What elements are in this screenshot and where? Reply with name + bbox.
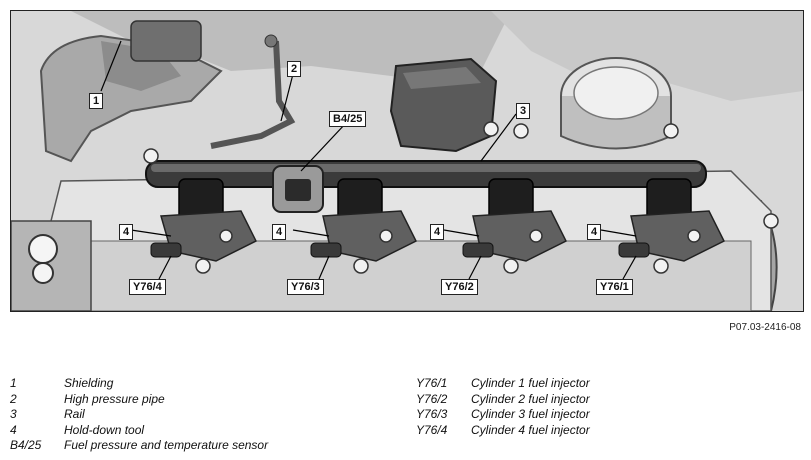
callout-2: 2 bbox=[287, 61, 302, 77]
legend-desc: Fuel pressure and temperature sensor bbox=[64, 438, 269, 452]
legend-item: 2 High pressure pipe bbox=[10, 392, 268, 408]
callout-3: 3 bbox=[516, 103, 531, 119]
engine-drawing bbox=[11, 11, 803, 311]
legend-desc: Rail bbox=[64, 407, 85, 421]
callout-4-cyl4: 4 bbox=[119, 224, 134, 240]
callout-y76-3: Y76/3 bbox=[287, 279, 324, 295]
callout-b4-25: B4/25 bbox=[329, 111, 367, 127]
legend-desc: Cylinder 1 fuel injector bbox=[471, 376, 590, 390]
legend-desc: Cylinder 3 fuel injector bbox=[471, 407, 590, 421]
legend-desc: Hold-down tool bbox=[64, 422, 145, 437]
callout-y76-4: Y76/4 bbox=[129, 279, 166, 295]
callout-4-cyl2: 4 bbox=[430, 224, 445, 240]
legend-item: 3 Rail bbox=[10, 407, 268, 423]
legend-desc: High pressure pipe bbox=[64, 391, 165, 406]
legend-key: Y76/2 bbox=[416, 391, 448, 406]
legend-key: 1 bbox=[10, 376, 17, 390]
legend-desc: Cylinder 2 fuel injector bbox=[471, 391, 590, 406]
callout-4-cyl1: 4 bbox=[587, 224, 602, 240]
legend-key: 3 bbox=[10, 407, 17, 421]
legend-item: Y76/2 Cylinder 2 fuel injector bbox=[416, 392, 590, 408]
legend-item: Y76/4 Cylinder 4 fuel injector bbox=[416, 423, 590, 439]
legend-key: Y76/1 bbox=[416, 376, 448, 390]
legend-desc: Cylinder 4 fuel injector bbox=[471, 422, 590, 437]
callout-1: 1 bbox=[89, 93, 104, 109]
legend-key: B4/25 bbox=[10, 438, 42, 452]
legend-left: 1 Shielding 2 High pressure pipe 3 Rail 4 Ho… bbox=[10, 376, 268, 454]
legend-item: 4 Hold-down tool bbox=[10, 423, 268, 439]
legend-item: Y76/3 Cylinder 3 fuel injector bbox=[416, 407, 590, 423]
callout-y76-1: Y76/1 bbox=[596, 279, 633, 295]
legend-desc: Shielding bbox=[64, 376, 114, 390]
engine-illustration: 1 2 3 B4/25 4 4 4 4 Y76/4 Y76/3 Y76/2 Y7… bbox=[10, 10, 804, 312]
figure-id: P07.03-2416-08 bbox=[729, 322, 801, 333]
legend-key: 4 bbox=[10, 422, 17, 437]
callout-4-cyl3: 4 bbox=[272, 224, 287, 240]
legend-item: Y76/1 Cylinder 1 fuel injector bbox=[416, 376, 590, 392]
legend-item: B4/25 Fuel pressure and temperature senso… bbox=[10, 438, 268, 454]
legend-key: 2 bbox=[10, 391, 17, 406]
legend-item: 1 Shielding bbox=[10, 376, 268, 392]
legend-key: Y76/3 bbox=[416, 407, 448, 421]
legend-key: Y76/4 bbox=[416, 422, 448, 437]
callout-y76-2: Y76/2 bbox=[441, 279, 478, 295]
